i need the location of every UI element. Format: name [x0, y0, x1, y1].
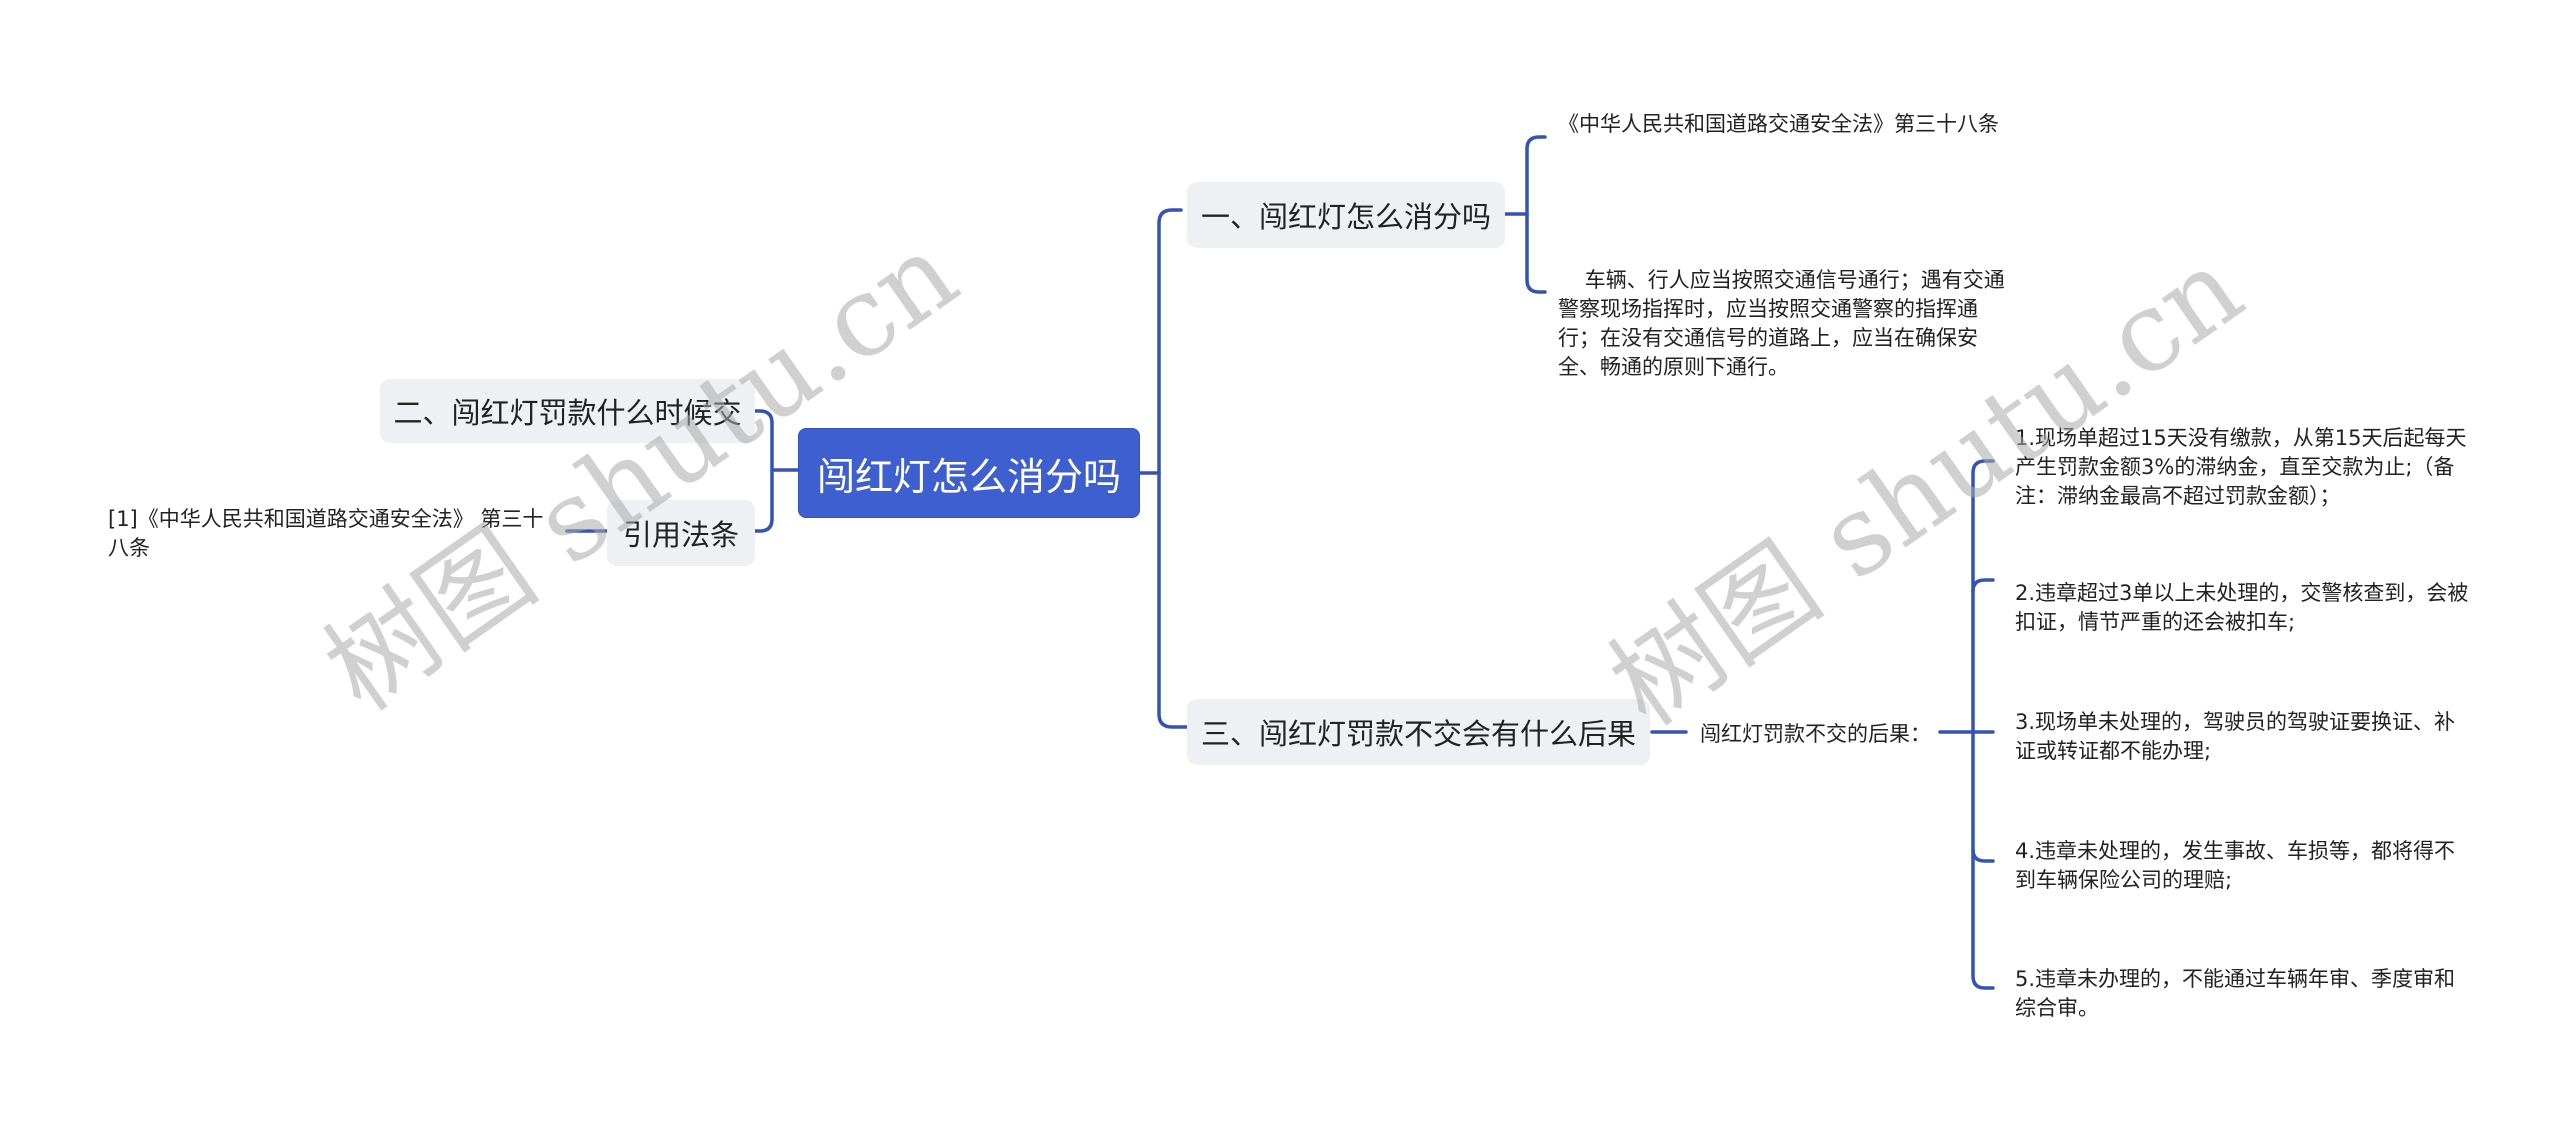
topic-when-to-pay-fine[interactable]: 二、闯红灯罚款什么时候交 — [380, 379, 755, 443]
sublabel-text: 闯红灯罚款不交的后果： — [1700, 722, 1931, 746]
topic-label: 二、闯红灯罚款什么时候交 — [393, 396, 742, 430]
topic-cited-law[interactable]: 引用法条 — [607, 500, 755, 566]
consequence-item-1[interactable]: 1.现场单超过15天没有缴款，从第15天后起每天产生罚款金额3%的滞纳金，直至交… — [2015, 424, 2470, 511]
consequence-item-4[interactable]: 4.违章未处理的，发生事故、车损等，都将得不到车辆保险公司的理赔; — [2015, 837, 2470, 895]
topic-label: 一、闯红灯怎么消分吗 — [1200, 200, 1491, 234]
leaf-text: 1.现场单超过15天没有缴款，从第15天后起每天产生罚款金额3%的滞纳金，直至交… — [2015, 426, 2467, 508]
topic-how-to-clear-points[interactable]: 一、闯红灯怎么消分吗 — [1187, 182, 1505, 248]
leaf-law-reference[interactable]: [1]《中华人民共和国道路交通安全法》 第三十八条 — [108, 505, 563, 563]
topic-consequences[interactable]: 三、闯红灯罚款不交会有什么后果 — [1187, 699, 1650, 765]
leaf-text: 4.违章未处理的，发生事故、车损等，都将得不到车辆保险公司的理赔; — [2015, 839, 2456, 892]
consequence-item-3[interactable]: 3.现场单未处理的，驾驶员的驾驶证要换证、补证或转证都不能办理; — [2015, 708, 2470, 766]
leaf-law-article-title[interactable]: 《中华人民共和国道路交通安全法》第三十八条 — [1558, 110, 2018, 139]
leaf-text: 3.现场单未处理的，驾驶员的驾驶证要换证、补证或转证都不能办理; — [2015, 710, 2456, 763]
consequence-item-2[interactable]: 2.违章超过3单以上未处理的，交警核查到，会被扣证，情节严重的还会被扣车; — [2015, 579, 2470, 637]
consequence-item-5[interactable]: 5.违章未办理的，不能通过车辆年审、季度审和综合审。 — [2015, 965, 2470, 1023]
leaf-text: 《中华人民共和国道路交通安全法》第三十八条 — [1558, 112, 1999, 136]
root-node[interactable]: 闯红灯怎么消分吗 — [798, 428, 1140, 518]
leaf-law-article-text[interactable]: 车辆、行人应当按照交通信号通行；遇有交通警察现场指挥时，应当按照交通警察的指挥通… — [1558, 237, 2018, 382]
leaf-text: 5.违章未办理的，不能通过车辆年审、季度审和综合审。 — [2015, 967, 2456, 1020]
leaf-text: [1]《中华人民共和国道路交通安全法》 第三十八条 — [108, 507, 544, 560]
topic-label: 三、闯红灯罚款不交会有什么后果 — [1200, 717, 1636, 751]
leaf-text: 2.违章超过3单以上未处理的，交警核查到，会被扣证，情节严重的还会被扣车; — [2015, 581, 2469, 634]
root-label: 闯红灯怎么消分吗 — [816, 454, 1121, 499]
leaf-text: 车辆、行人应当按照交通信号通行；遇有交通警察现场指挥时，应当按照交通警察的指挥通… — [1558, 268, 2005, 379]
consequences-sublabel[interactable]: 闯红灯罚款不交的后果： — [1700, 718, 1931, 748]
topic-label: 引用法条 — [622, 518, 739, 552]
